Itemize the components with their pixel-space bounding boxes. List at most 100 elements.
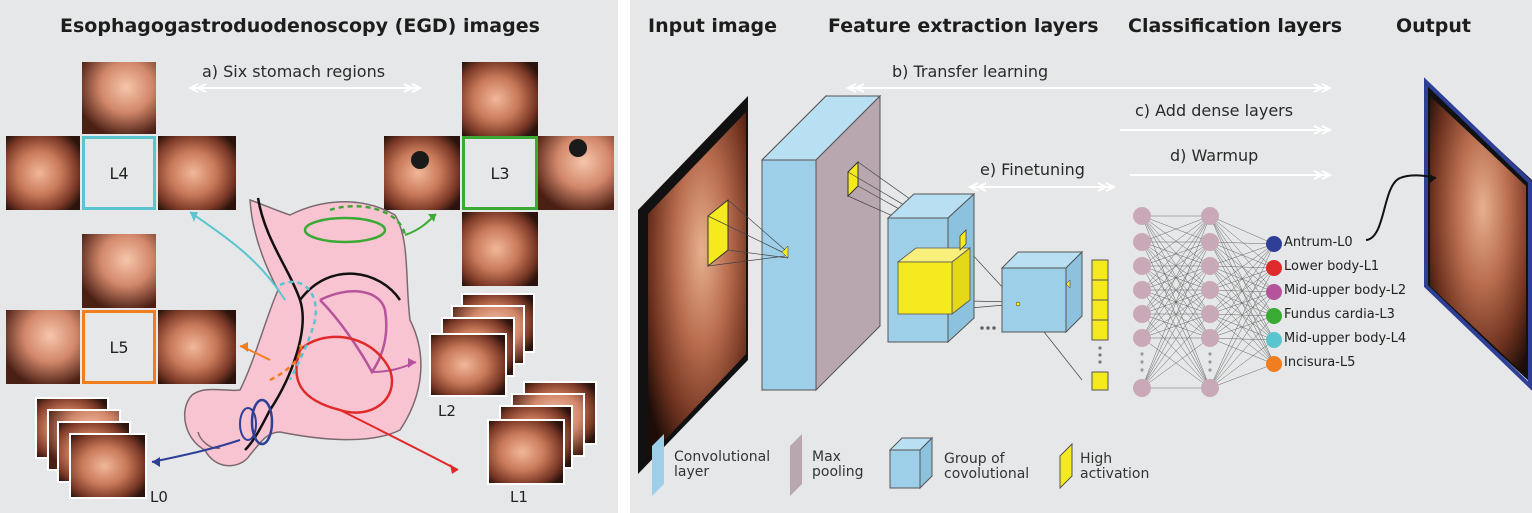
region-l1-label: L1 [510, 488, 528, 506]
conv-layer-1 [760, 94, 882, 392]
region-l4-box: L4 [82, 136, 156, 210]
neuron [1201, 329, 1219, 347]
neuron [1133, 329, 1151, 347]
step-c-label: c) Add dense layers [1135, 101, 1294, 120]
output-connection [1209, 267, 1275, 389]
dense-connection [1141, 289, 1211, 389]
output-connection [1209, 215, 1275, 245]
class-label: Lower body-L1 [1284, 259, 1380, 274]
region-l5-box: L5 [82, 310, 156, 384]
legend [652, 434, 1073, 496]
dense-connection [1141, 313, 1211, 389]
dense-connection [1141, 241, 1211, 389]
neuron [1133, 281, 1151, 299]
output-connection [1209, 241, 1275, 245]
output-connection [1209, 315, 1275, 339]
input-header: Input image [648, 15, 778, 37]
output-connection [1209, 291, 1275, 389]
neuron [1133, 233, 1151, 251]
output-connection [1209, 215, 1275, 365]
neuron [1133, 305, 1151, 323]
output-connection [1209, 243, 1275, 315]
l2-image-stack [429, 293, 535, 397]
output-connection [1209, 363, 1275, 389]
step-a-label: a) Six stomach regions [202, 62, 386, 81]
output-image [1365, 77, 1532, 391]
neuron [1201, 379, 1219, 397]
dense-layers [1133, 207, 1275, 397]
output-connection [1209, 337, 1275, 341]
output-connection [1209, 243, 1275, 389]
dense-connection [1141, 337, 1211, 389]
step-b-label: b) Transfer learning [892, 62, 1049, 81]
step-e-label: e) Finetuning [980, 160, 1085, 179]
cnn-panel: Input image Feature extraction layers Cl… [630, 0, 1532, 513]
dense-connection [1141, 215, 1211, 315]
dense-connection [1141, 241, 1211, 339]
dense-connection [1141, 241, 1211, 315]
egd-title: Esophagogastroduodenoscopy (EGD) images [60, 15, 540, 37]
classification-header: Classification layers [1128, 15, 1343, 37]
class-dot [1266, 284, 1282, 300]
legend-high-label: High activation [1080, 451, 1150, 482]
class-label: Antrum-L0 [1284, 235, 1353, 250]
legend-group-label: Group of covolutional [944, 451, 1030, 482]
dense-connection [1141, 265, 1211, 389]
class-dot [1266, 260, 1282, 276]
neuron [1201, 305, 1219, 323]
neuron [1201, 281, 1219, 299]
egd-panel: Esophagogastroduodenoscopy (EGD) images … [0, 0, 618, 513]
input-image [638, 96, 748, 474]
l0-image-stack [35, 397, 147, 499]
class-dot [1266, 332, 1282, 348]
neuron [1133, 379, 1151, 397]
l5-image-cross [6, 234, 236, 384]
neuron-ellipsis [1208, 352, 1212, 356]
neuron [1133, 207, 1151, 225]
class-label: Mid-upper body-L4 [1284, 331, 1407, 346]
step-d-label: d) Warmup [1170, 146, 1259, 165]
dense-connection [1141, 215, 1211, 243]
class-dot [1266, 356, 1282, 372]
dense-connection [1141, 313, 1211, 339]
feature-header: Feature extraction layers [828, 15, 1099, 37]
output-connection [1209, 337, 1275, 365]
conv-group-3 [1000, 250, 1084, 334]
cnn-graphics [638, 77, 1532, 496]
region-l2-label: L2 [438, 402, 456, 420]
output-connection [1209, 243, 1275, 339]
class-dot [1266, 308, 1282, 324]
dense-connection [1141, 215, 1211, 291]
neuron-ellipsis [1208, 368, 1212, 372]
ellipsis-dots [980, 326, 996, 330]
legend-conv-label: Convolutional layer [674, 449, 771, 480]
dense-connection [1141, 241, 1211, 291]
dense-connection [1141, 215, 1211, 389]
dense-connection [1141, 241, 1211, 267]
flatten-vector [1091, 259, 1109, 391]
class-dots [1266, 236, 1282, 372]
dense-connection [1141, 215, 1211, 339]
output-connection [1209, 215, 1275, 317]
output-connection [1209, 267, 1275, 339]
output-connection [1209, 315, 1275, 389]
egd-graphics [6, 62, 614, 499]
l1-image-stack [487, 381, 597, 485]
output-connection [1209, 339, 1275, 389]
region-l0-label: L0 [150, 488, 168, 506]
class-label: Incisura-L5 [1284, 355, 1356, 370]
output-header: Output [1396, 15, 1471, 37]
region-l3-label: L3 [490, 163, 510, 183]
dense-connection [1141, 289, 1211, 339]
neuron [1201, 233, 1219, 251]
dense-connection [1141, 215, 1211, 267]
conv-group-2 [886, 192, 976, 344]
l4-image-cross [6, 62, 236, 210]
output-connection [1209, 243, 1275, 267]
neuron-ellipsis [1208, 360, 1212, 364]
output-connection [1209, 243, 1275, 291]
class-label: Fundus cardia-L3 [1284, 307, 1395, 322]
step-arrows [845, 83, 1333, 192]
neuron-ellipsis [1140, 352, 1144, 356]
